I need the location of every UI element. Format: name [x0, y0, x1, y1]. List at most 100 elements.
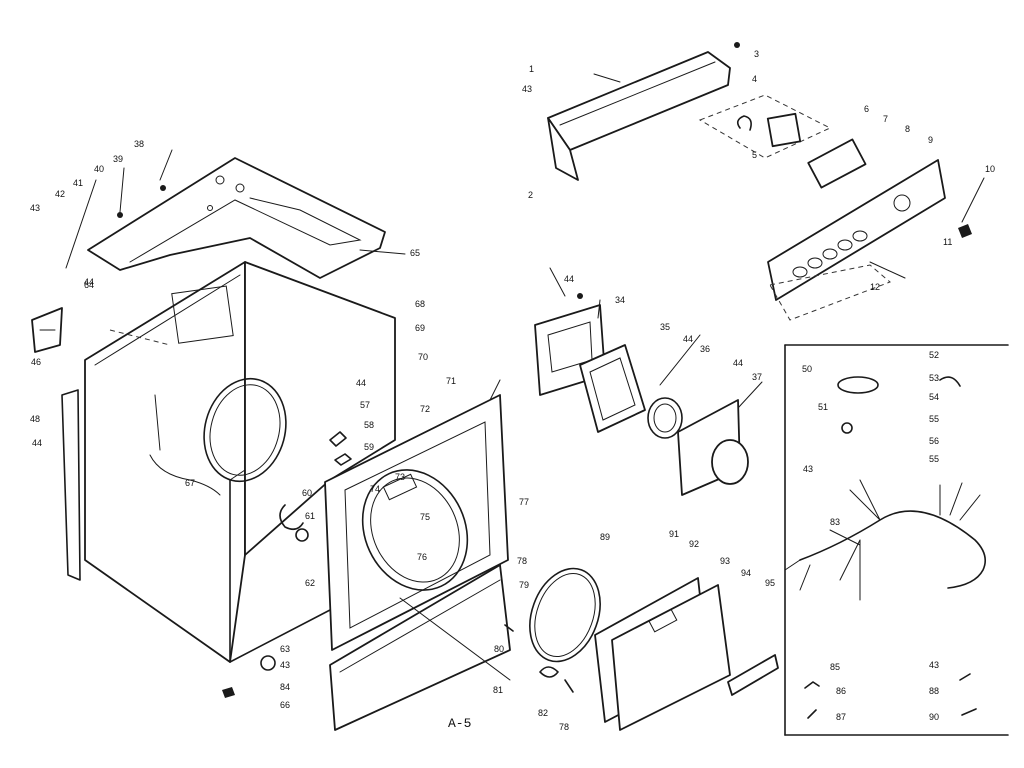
- part-label-p1: 1: [529, 64, 534, 74]
- part-label-p63: 63: [280, 644, 290, 654]
- part-label-p81: 81: [493, 685, 503, 695]
- part-label-p72: 72: [420, 404, 430, 414]
- part-label-p91: 91: [669, 529, 679, 539]
- part-label-p44b: 44: [564, 274, 574, 284]
- part-label-p4: 4: [752, 74, 757, 84]
- part-label-p90: 90: [929, 712, 939, 722]
- part-label-p44a: 44: [84, 277, 94, 287]
- part-label-p95: 95: [765, 578, 775, 588]
- part-label-p60: 60: [302, 488, 312, 498]
- part-label-p87: 87: [836, 712, 846, 722]
- part-label-p35: 35: [660, 322, 670, 332]
- hardware-parts: [117, 42, 740, 698]
- part-label-p80: 80: [494, 644, 504, 654]
- door-gasket-ring: [529, 567, 601, 663]
- part-label-p83: 83: [830, 517, 840, 527]
- leader-lines: [65, 73, 985, 681]
- part-label-p46: 46: [31, 357, 41, 367]
- part-label-p56: 56: [929, 436, 939, 446]
- part-label-p43c: 43: [803, 464, 813, 474]
- part-label-p44e: 44: [356, 378, 366, 388]
- part-label-p10: 10: [985, 164, 995, 174]
- wire-harness-box: [784, 344, 1009, 736]
- part-label-p73: 73: [395, 472, 405, 482]
- part-label-p84: 84: [280, 682, 290, 692]
- part-label-p55a: 55: [929, 414, 939, 424]
- part-label-p5: 5: [752, 150, 757, 160]
- part-label-p64: 64: [84, 280, 94, 290]
- part-label-p42: 42: [55, 189, 65, 199]
- part-label-p74: 74: [370, 484, 380, 494]
- part-label-p40: 40: [94, 164, 104, 174]
- blower-wheel: [579, 344, 646, 433]
- part-label-p39: 39: [113, 154, 123, 164]
- part-label-p34: 34: [615, 295, 625, 305]
- console-top-rail: [547, 51, 731, 181]
- part-label-p70: 70: [418, 352, 428, 362]
- part-label-p2: 2: [528, 190, 533, 200]
- drum-gasket-left: [203, 377, 287, 483]
- part-label-p8: 8: [905, 124, 910, 134]
- part-label-p41: 41: [73, 178, 83, 188]
- part-label-p93: 93: [720, 556, 730, 566]
- part-label-p65: 65: [410, 248, 420, 258]
- part-label-p11: 11: [943, 237, 952, 247]
- part-label-p43e: 43: [929, 660, 939, 670]
- access-door-panel: [594, 577, 731, 731]
- part-label-p50: 50: [802, 364, 812, 374]
- part-label-p43b: 43: [522, 84, 532, 94]
- part-label-p37: 37: [752, 372, 762, 382]
- part-label-p38: 38: [134, 139, 144, 149]
- part-label-p52: 52: [929, 350, 939, 360]
- door-handle-strip: [727, 654, 779, 696]
- part-label-p44c: 44: [683, 334, 693, 344]
- sheet-id: A-5: [448, 716, 471, 731]
- part-label-p58: 58: [364, 420, 374, 430]
- rear-panel: [61, 389, 81, 581]
- part-label-p82: 82: [538, 708, 548, 718]
- part-label-p43a: 43: [30, 203, 40, 213]
- part-label-p44f: 44: [32, 438, 42, 448]
- control-panel: [767, 138, 972, 321]
- side-bracket: [31, 307, 63, 353]
- part-label-p77: 77: [519, 497, 529, 507]
- part-label-p44d: 44: [733, 358, 743, 368]
- switch-assembly: [698, 94, 832, 159]
- timer-dial: [893, 194, 911, 212]
- part-label-p48: 48: [30, 414, 40, 424]
- part-label-p67: 67: [185, 478, 195, 488]
- part-label-p51: 51: [818, 402, 828, 412]
- part-label-p3: 3: [754, 49, 759, 59]
- toe-kick-panel: [329, 564, 511, 731]
- part-label-p66: 66: [280, 700, 290, 710]
- part-label-p86: 86: [836, 686, 846, 696]
- part-label-p75: 75: [420, 512, 430, 522]
- control-slots: [792, 230, 868, 278]
- part-label-p36: 36: [700, 344, 710, 354]
- part-label-p68: 68: [415, 299, 425, 309]
- part-label-p59: 59: [364, 442, 374, 452]
- part-label-p61: 61: [305, 511, 315, 521]
- part-label-p94: 94: [741, 568, 751, 578]
- part-label-p9: 9: [928, 135, 933, 145]
- part-label-p12: 12: [870, 282, 880, 292]
- blower-seal-ring: [647, 397, 683, 439]
- part-label-p62: 62: [305, 578, 315, 588]
- blower-motor-housing: [677, 399, 749, 496]
- top-panel: [87, 157, 386, 279]
- part-label-p54: 54: [929, 392, 939, 402]
- part-label-p57: 57: [360, 400, 370, 410]
- part-label-p92: 92: [689, 539, 699, 549]
- part-label-p78a: 78: [517, 556, 527, 566]
- part-label-p79: 79: [519, 580, 529, 590]
- part-label-p78b: 78: [559, 722, 569, 732]
- part-label-p76: 76: [417, 552, 427, 562]
- part-label-p85: 85: [830, 662, 840, 672]
- part-label-p55b: 55: [929, 454, 939, 464]
- part-label-p6: 6: [864, 104, 869, 114]
- part-label-p53: 53: [929, 373, 939, 383]
- front-door-panel: [324, 394, 509, 651]
- part-label-p89: 89: [600, 532, 610, 542]
